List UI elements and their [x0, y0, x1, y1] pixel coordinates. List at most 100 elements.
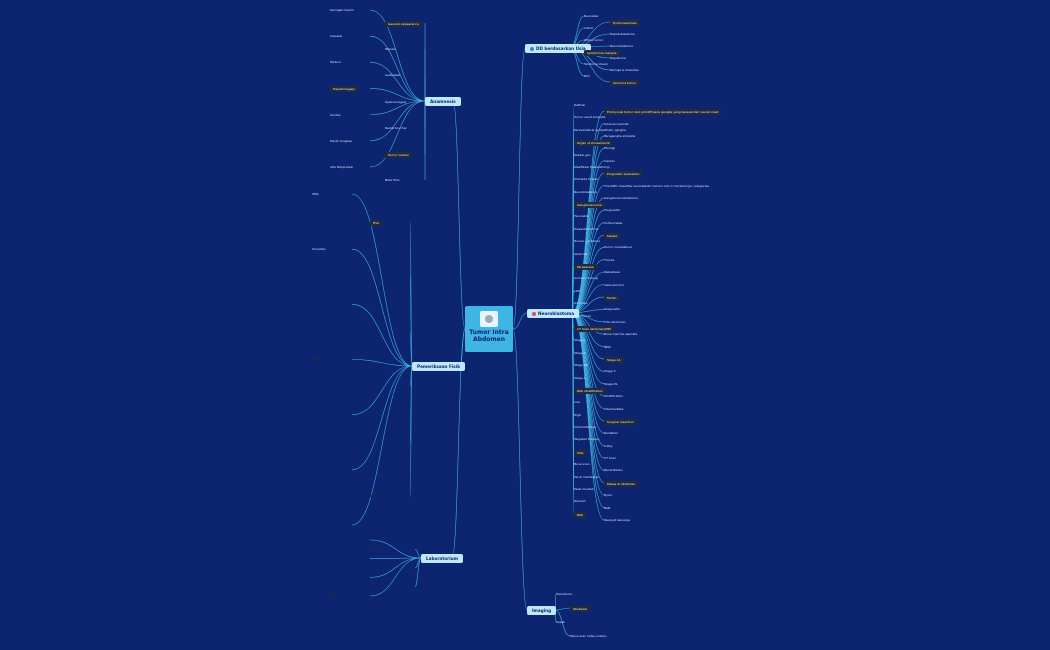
mindmap-node[interactable]: Chemotherapy — [574, 425, 597, 430]
mindmap-node[interactable]: Sumsum tulang — [574, 276, 598, 281]
mindmap-node[interactable]: Obstipasi — [570, 606, 590, 612]
mindmap-node[interactable] — [330, 594, 336, 596]
mindmap-node[interactable]: Teratoma Ovarii — [584, 62, 608, 66]
mindmap-node[interactable]: CT Scan — [604, 456, 617, 461]
mindmap-node[interactable]: Definisi — [574, 103, 586, 107]
mindmap-node[interactable]: CT Scan abdomen/MRI — [574, 325, 614, 332]
mindmap-node[interactable]: Hematuria — [556, 592, 572, 596]
mindmap-node[interactable]: Favorable — [574, 214, 589, 219]
mindmap-node[interactable]: Staging — [574, 338, 586, 343]
mindmap-node[interactable]: Darah lengkap — [330, 138, 352, 143]
mindmap-node[interactable]: Alfa fetoprotein — [330, 164, 354, 169]
branch-imaging[interactable]: Imaging — [527, 606, 557, 615]
mindmap-node[interactable]: Ganglioneuroma — [574, 202, 605, 209]
mindmap-node[interactable]: RCC — [584, 74, 591, 78]
mindmap-node[interactable]: Thorax — [604, 257, 615, 262]
mindmap-node[interactable]: Etiologi — [604, 146, 616, 151]
mindmap-node[interactable]: Stratification — [604, 394, 624, 399]
central-topic[interactable]: Tumor Intra Abdomen — [465, 306, 513, 352]
mindmap-node[interactable]: Riwayat keluarga — [604, 518, 630, 522]
mindmap-node[interactable] — [370, 495, 376, 498]
mindmap-node[interactable]: Stage 2A — [604, 356, 624, 363]
mindmap-node[interactable]: Neonates — [584, 14, 599, 18]
mindmap-node[interactable]: Organ of Zuckerkandl — [574, 140, 613, 147]
mindmap-node[interactable]: Wilms tumor — [584, 38, 604, 42]
mindmap-node[interactable]: Remaja & Pubertas — [610, 68, 639, 72]
mindmap-node[interactable]: Stage 4S — [604, 381, 618, 386]
mindmap-node[interactable]: Hepatoblastoma — [610, 32, 635, 36]
mindmap-node[interactable]: Massa di abdomen — [604, 480, 639, 487]
mindmap-node[interactable]: Urinalisis — [574, 301, 588, 306]
mindmap-node[interactable]: Stage 4 — [574, 375, 586, 380]
mindmap-node[interactable]: Stage 3 — [604, 369, 616, 374]
mindmap-node[interactable]: Insiden — [604, 158, 615, 163]
mindmap-node[interactable]: Bone scan — [574, 462, 590, 467]
mindmap-node[interactable]: Diagnostik — [604, 307, 620, 312]
mindmap-node[interactable]: Intermediate — [604, 406, 624, 411]
mindmap-node[interactable]: Perut membesar — [574, 474, 599, 479]
mindmap-node[interactable]: Ganglioneuroblastoma — [604, 195, 639, 200]
mindmap-node[interactable]: Ascites — [330, 112, 341, 117]
mindmap-node[interactable]: Presentasi Klinis — [574, 226, 599, 231]
mindmap-node[interactable]: Mual muntah — [574, 487, 594, 492]
mindmap-node[interactable]: Foto thorax — [574, 313, 592, 318]
mindmap-node[interactable]: Tumor marker — [385, 151, 412, 158]
mindmap-node[interactable]: Lymphoma maligna — [584, 50, 620, 56]
mindmap-node[interactable]: Risk stratification — [574, 387, 607, 394]
mindmap-node[interactable]: Stage 2B — [574, 363, 588, 368]
mindmap-node[interactable]: Feritin — [604, 295, 620, 301]
mindmap-node[interactable]: LDH — [574, 288, 581, 293]
mindmap-node[interactable]: VMA — [312, 192, 319, 196]
mindmap-node[interactable]: Foto abdomen — [604, 319, 626, 324]
mindmap-node[interactable]: Abdomen — [574, 251, 589, 256]
mindmap-node[interactable] — [375, 547, 381, 550]
mindmap-node[interactable]: Kepala — [604, 233, 621, 240]
mindmap-node[interactable]: Shimada System — [574, 177, 600, 182]
mindmap-node[interactable]: Urinalisis — [312, 247, 326, 252]
mindmap-node[interactable]: Metastasis — [604, 270, 620, 275]
mindmap-node[interactable]: Sesak — [556, 620, 565, 624]
branch-neuroblastoma[interactable]: Neuroblastoma — [527, 309, 580, 318]
mindmap-node[interactable]: BAK — [574, 511, 587, 518]
mindmap-node[interactable]: Hydronephrosis — [610, 20, 640, 26]
mindmap-node[interactable]: General Appearance — [385, 21, 422, 28]
branch-pemeriksaan-fisik[interactable]: Pemeriksaan Fisik — [412, 362, 465, 371]
mindmap-node[interactable]: Palpasi — [385, 47, 396, 52]
mindmap-node[interactable]: Neuroblastoma — [610, 44, 633, 48]
branch-laboratorium[interactable]: Laboratorium — [421, 554, 463, 563]
mindmap-node[interactable]: Rectal toucher — [385, 125, 407, 130]
mindmap-node[interactable]: Surgical resection — [604, 418, 637, 425]
mindmap-node[interactable]: Demam — [574, 499, 586, 504]
mindmap-node[interactable]: Paraganglia simpatis — [604, 133, 636, 138]
mindmap-node[interactable]: Bone marrow aspirate — [604, 332, 638, 337]
mindmap-node[interactable] — [312, 357, 318, 360]
branch-dd-usia[interactable]: DD berdasarkan Usia — [525, 44, 591, 53]
mindmap-node[interactable]: Unfavorable — [604, 220, 623, 225]
mindmap-node[interactable]: Adrenal medulla — [604, 121, 629, 126]
mindmap-node[interactable]: Embryonal tumor dari primitif pada gangl… — [604, 109, 722, 116]
mindmap-node[interactable]: Splenomegaly — [385, 99, 407, 104]
mindmap-node[interactable]: Nyeri — [604, 493, 612, 498]
mindmap-node[interactable]: Inspeksi — [330, 34, 343, 39]
mindmap-node[interactable]: Paraparese — [574, 264, 597, 271]
mindmap-node[interactable]: The INPC classifies neuroblastic tumors … — [604, 183, 709, 188]
mindmap-node[interactable]: Targeted therapy — [574, 437, 600, 442]
mindmap-node[interactable]: Sarcoma tumor — [610, 80, 640, 86]
mindmap-node[interactable]: USG — [574, 449, 587, 456]
mindmap-node[interactable]: Hepatoma — [610, 56, 626, 60]
mindmap-node[interactable]: Beta HCG — [385, 178, 400, 182]
mindmap-node[interactable]: Auskultasi — [385, 73, 401, 78]
mindmap-node[interactable]: Perkusi — [330, 60, 341, 65]
mindmap-node[interactable]: HVA — [370, 219, 383, 226]
mindmap-node[interactable]: X-Ray — [604, 443, 613, 448]
mindmap-node[interactable]: BAB — [604, 505, 611, 510]
mindmap-node[interactable]: Neuroblastoma — [574, 189, 597, 194]
mindmap-node[interactable]: Tumor saraf simpatis — [574, 115, 606, 120]
mindmap-node[interactable]: High — [574, 412, 581, 417]
mindmap-node[interactable]: Radiation — [604, 431, 619, 436]
mindmap-node[interactable]: INSS — [604, 344, 611, 349]
mindmap-node[interactable]: Paravertebral sympathetic ganglia — [574, 127, 626, 132]
mindmap-node[interactable]: Hepatomegaly — [330, 86, 358, 93]
mindmap-node[interactable]: Klasifikasi Histopatologi — [574, 164, 610, 169]
mindmap-node[interactable]: Mutasi gen — [574, 152, 591, 157]
